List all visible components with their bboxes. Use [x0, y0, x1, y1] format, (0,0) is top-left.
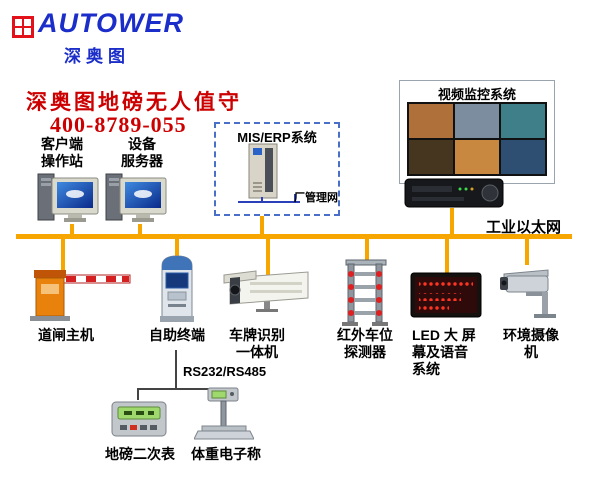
kiosk-label: 自助终端	[149, 327, 205, 343]
client-drop-line	[70, 224, 74, 234]
client-station-label-line2: 操作站	[41, 153, 83, 169]
mis-erp-title: MIS/ERP系统	[237, 130, 317, 145]
infrared-detector-graphic	[342, 259, 388, 326]
phone-number: 400-8789-055	[50, 112, 187, 137]
scale-label: 体重电子称	[191, 446, 261, 462]
lpr-camera-graphic	[223, 270, 309, 312]
infrared-label-line2: 探测器	[344, 344, 386, 360]
infrared-label-line1: 红外车位	[337, 327, 393, 343]
subnet-drop-line	[261, 197, 263, 202]
logo-grid-icon	[12, 16, 34, 38]
indicator-drop-line	[137, 388, 139, 400]
dvr-graphic	[404, 178, 504, 208]
lpr-label: 车牌识别 一体机	[228, 327, 286, 361]
infrared-label: 红外车位 探测器	[336, 327, 394, 361]
led-label-line3: 系统	[412, 361, 440, 377]
led-label-line1: LED 大 屏	[412, 327, 476, 343]
barrier-label: 道闸主机	[38, 327, 94, 343]
barrier-gate-graphic	[30, 270, 131, 321]
mis-erp-box	[214, 122, 340, 216]
led-drop-line	[445, 239, 449, 275]
led-label-line2: 幕及语音	[412, 344, 468, 360]
client-station-label: 客户端 操作站	[30, 136, 94, 170]
brand-text: AUTOWER	[38, 8, 184, 38]
envcam-label: 环境摄像 机	[502, 327, 560, 361]
lpr-label-line1: 车牌识别	[229, 327, 285, 343]
server-drop-line	[138, 224, 142, 234]
indicator-label: 地磅二次表	[105, 446, 175, 462]
video-system-title: 视频监控系统	[437, 87, 516, 102]
ethernet-bus-label: 工业以太网	[486, 219, 562, 236]
led-screen-graphic	[410, 272, 482, 318]
led-label: LED 大 屏 幕及语音 系统	[412, 327, 482, 378]
erp-server-graphic	[248, 143, 278, 199]
serial-standard-label: RS232/RS485	[183, 364, 267, 379]
environment-camera-graphic	[500, 269, 556, 318]
envcam-label-line2: 机	[524, 344, 538, 360]
server-station-label-line1: 设备	[128, 136, 156, 152]
barrier-drop-line	[61, 239, 65, 271]
dvr-drop-line	[450, 208, 454, 234]
kiosk-drop-line	[175, 239, 179, 257]
ethernet-bus-line	[16, 234, 572, 239]
envcam-drop-line	[525, 239, 529, 265]
platform-scale-graphic	[194, 387, 254, 440]
envcam-label-line1: 环境摄像	[503, 327, 559, 343]
weighbridge-indicator-graphic	[111, 401, 167, 437]
subnet-label: 厂管理网	[294, 192, 338, 204]
server-station-label: 设备 服务器	[110, 136, 174, 170]
lpr-drop-line	[266, 239, 270, 275]
infrared-drop-line	[365, 239, 369, 261]
subnet-bus-line	[238, 201, 300, 203]
kiosk-graphic	[160, 255, 194, 322]
surveillance-montage-image	[407, 102, 547, 176]
lpr-label-line2: 一体机	[236, 344, 278, 360]
serial-vertical-line	[175, 350, 177, 388]
client-computer-graphic	[37, 173, 99, 222]
server-computer-graphic	[105, 173, 167, 222]
subnet-tee-icon	[294, 194, 296, 203]
serial-horizontal-line	[137, 388, 225, 390]
page-title: 深奥图地磅无人值守	[26, 90, 242, 114]
brand-subtitle: 深奥图	[64, 47, 130, 66]
client-station-label-line1: 客户端	[41, 136, 83, 152]
mis-drop-line	[260, 216, 264, 234]
server-station-label-line2: 服务器	[121, 153, 163, 169]
